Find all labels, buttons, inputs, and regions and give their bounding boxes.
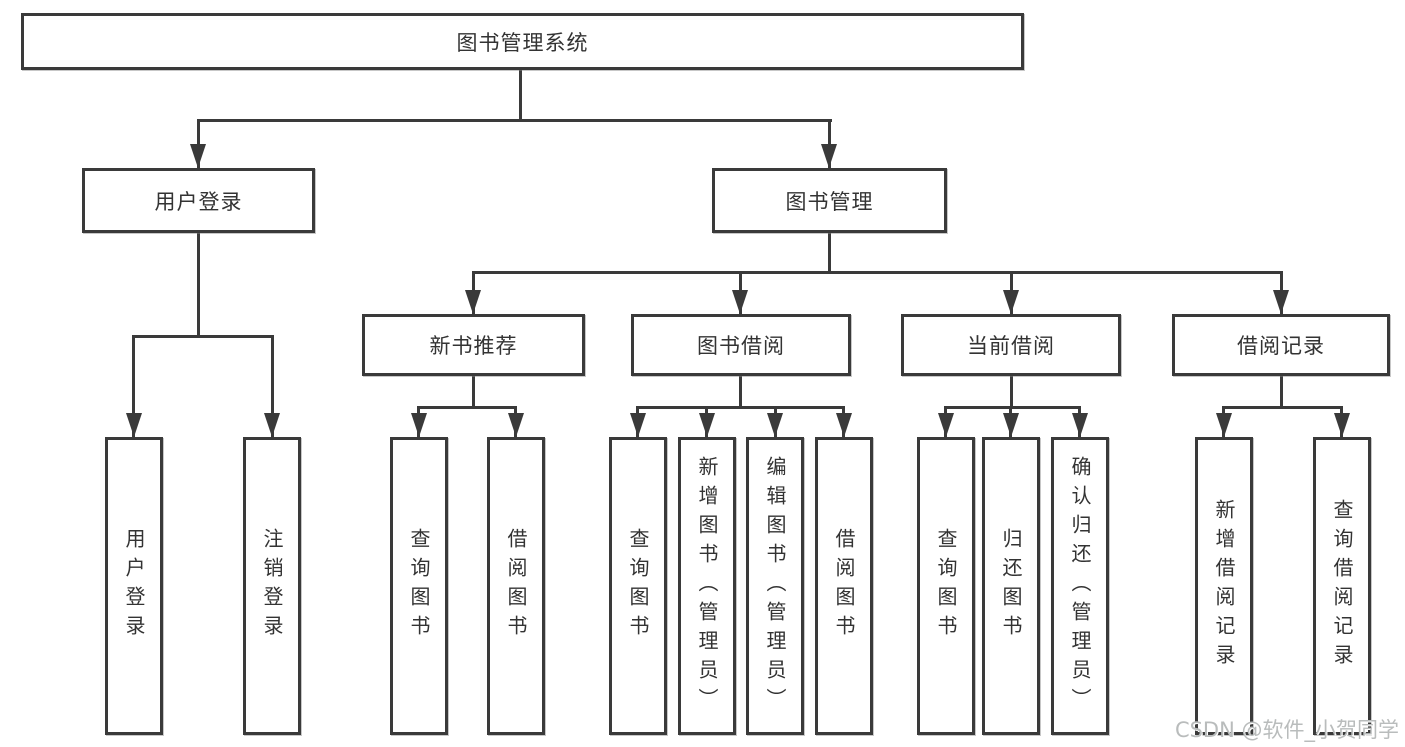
node-label: 用户登录 xyxy=(122,528,146,644)
arrow-down-icon xyxy=(732,290,748,314)
arrow-down-icon xyxy=(821,144,837,168)
node-leaf-return-books: 归还图书 xyxy=(982,437,1040,735)
node-leaf-query-books: 查询图书 xyxy=(390,437,448,735)
arrow-down-icon xyxy=(1003,413,1019,437)
node-label: 新增图书（管理员） xyxy=(695,455,719,717)
connector-line xyxy=(132,335,135,437)
connector-line xyxy=(636,406,845,409)
watermark-text: CSDN @软件_小贺同学 xyxy=(1174,718,1399,742)
node-leaf-add-borrow-record: 新增借阅记录 xyxy=(1195,437,1253,735)
arrow-down-icon xyxy=(190,144,206,168)
node-label: 借阅图书 xyxy=(832,528,856,644)
arrow-down-icon xyxy=(1334,413,1350,437)
node-leaf-query-books-2: 查询图书 xyxy=(609,437,667,735)
connector-line xyxy=(271,335,274,437)
connector-line xyxy=(197,119,200,168)
node-label: 图书管理 xyxy=(785,189,874,214)
connector-line xyxy=(1280,376,1283,409)
connector-line xyxy=(472,271,1282,274)
arrow-down-icon xyxy=(411,413,427,437)
connector-line xyxy=(132,335,274,338)
connector-line xyxy=(944,406,1081,409)
arrow-down-icon xyxy=(699,413,715,437)
connector-line xyxy=(1010,376,1013,409)
node-leaf-borrow-books: 借阅图书 xyxy=(487,437,545,735)
arrow-down-icon xyxy=(1273,290,1289,314)
connector-line xyxy=(197,119,832,122)
arrow-down-icon xyxy=(1216,413,1232,437)
node-current-borrow: 当前借阅 xyxy=(901,314,1121,376)
connector-line xyxy=(197,233,200,338)
arrow-down-icon xyxy=(1003,290,1019,314)
arrow-down-icon xyxy=(836,413,852,437)
node-label: 新书推荐 xyxy=(429,334,518,358)
node-label: 确认归还（管理员） xyxy=(1068,455,1092,717)
node-leaf-user-login: 用户登录 xyxy=(105,437,163,735)
node-label: 编辑图书（管理员） xyxy=(763,455,787,717)
node-label: 归还图书 xyxy=(999,528,1023,644)
arrow-down-icon xyxy=(508,413,524,437)
connector-line xyxy=(1222,406,1343,409)
node-leaf-edit-book-admin: 编辑图书（管理员） xyxy=(746,437,804,735)
node-leaf-add-book-admin: 新增图书（管理员） xyxy=(678,437,736,735)
node-label: 用户登录 xyxy=(154,189,243,214)
node-label: 图书借阅 xyxy=(697,334,785,358)
arrow-down-icon xyxy=(1072,413,1088,437)
arrow-down-icon xyxy=(630,413,646,437)
node-label: 图书管理系统 xyxy=(456,30,589,55)
connector-line xyxy=(472,376,475,409)
arrow-down-icon xyxy=(938,413,954,437)
node-borrow-record: 借阅记录 xyxy=(1172,314,1390,376)
node-label: 注销登录 xyxy=(260,528,284,644)
arrow-down-icon xyxy=(264,413,280,437)
node-root: 图书管理系统 xyxy=(21,13,1024,70)
node-label: 新增借阅记录 xyxy=(1212,499,1236,673)
node-label: 借阅记录 xyxy=(1237,334,1325,358)
node-label: 查询图书 xyxy=(626,528,650,644)
node-book-borrow: 图书借阅 xyxy=(631,314,851,376)
arrow-down-icon xyxy=(126,413,142,437)
arrow-down-icon xyxy=(465,290,481,314)
node-leaf-logout: 注销登录 xyxy=(243,437,301,735)
node-label: 查询图书 xyxy=(934,528,958,644)
node-label: 查询图书 xyxy=(407,528,431,644)
connector-line xyxy=(828,119,831,168)
node-book-management: 图书管理 xyxy=(712,168,947,233)
node-leaf-query-books-3: 查询图书 xyxy=(917,437,975,735)
connector-line xyxy=(828,232,831,274)
connector-line xyxy=(417,406,517,409)
node-label: 当前借阅 xyxy=(967,334,1055,358)
node-leaf-confirm-return-admin: 确认归还（管理员） xyxy=(1051,437,1109,735)
arrow-down-icon xyxy=(767,413,783,437)
node-leaf-borrow-books-2: 借阅图书 xyxy=(815,437,873,735)
node-label: 查询借阅记录 xyxy=(1330,499,1354,673)
connector-line xyxy=(739,376,742,409)
node-new-book-recommend: 新书推荐 xyxy=(362,314,585,376)
node-leaf-query-borrow-record: 查询借阅记录 xyxy=(1313,437,1371,735)
connector-line xyxy=(519,69,522,122)
node-user-login: 用户登录 xyxy=(82,168,315,233)
node-label: 借阅图书 xyxy=(504,528,528,644)
